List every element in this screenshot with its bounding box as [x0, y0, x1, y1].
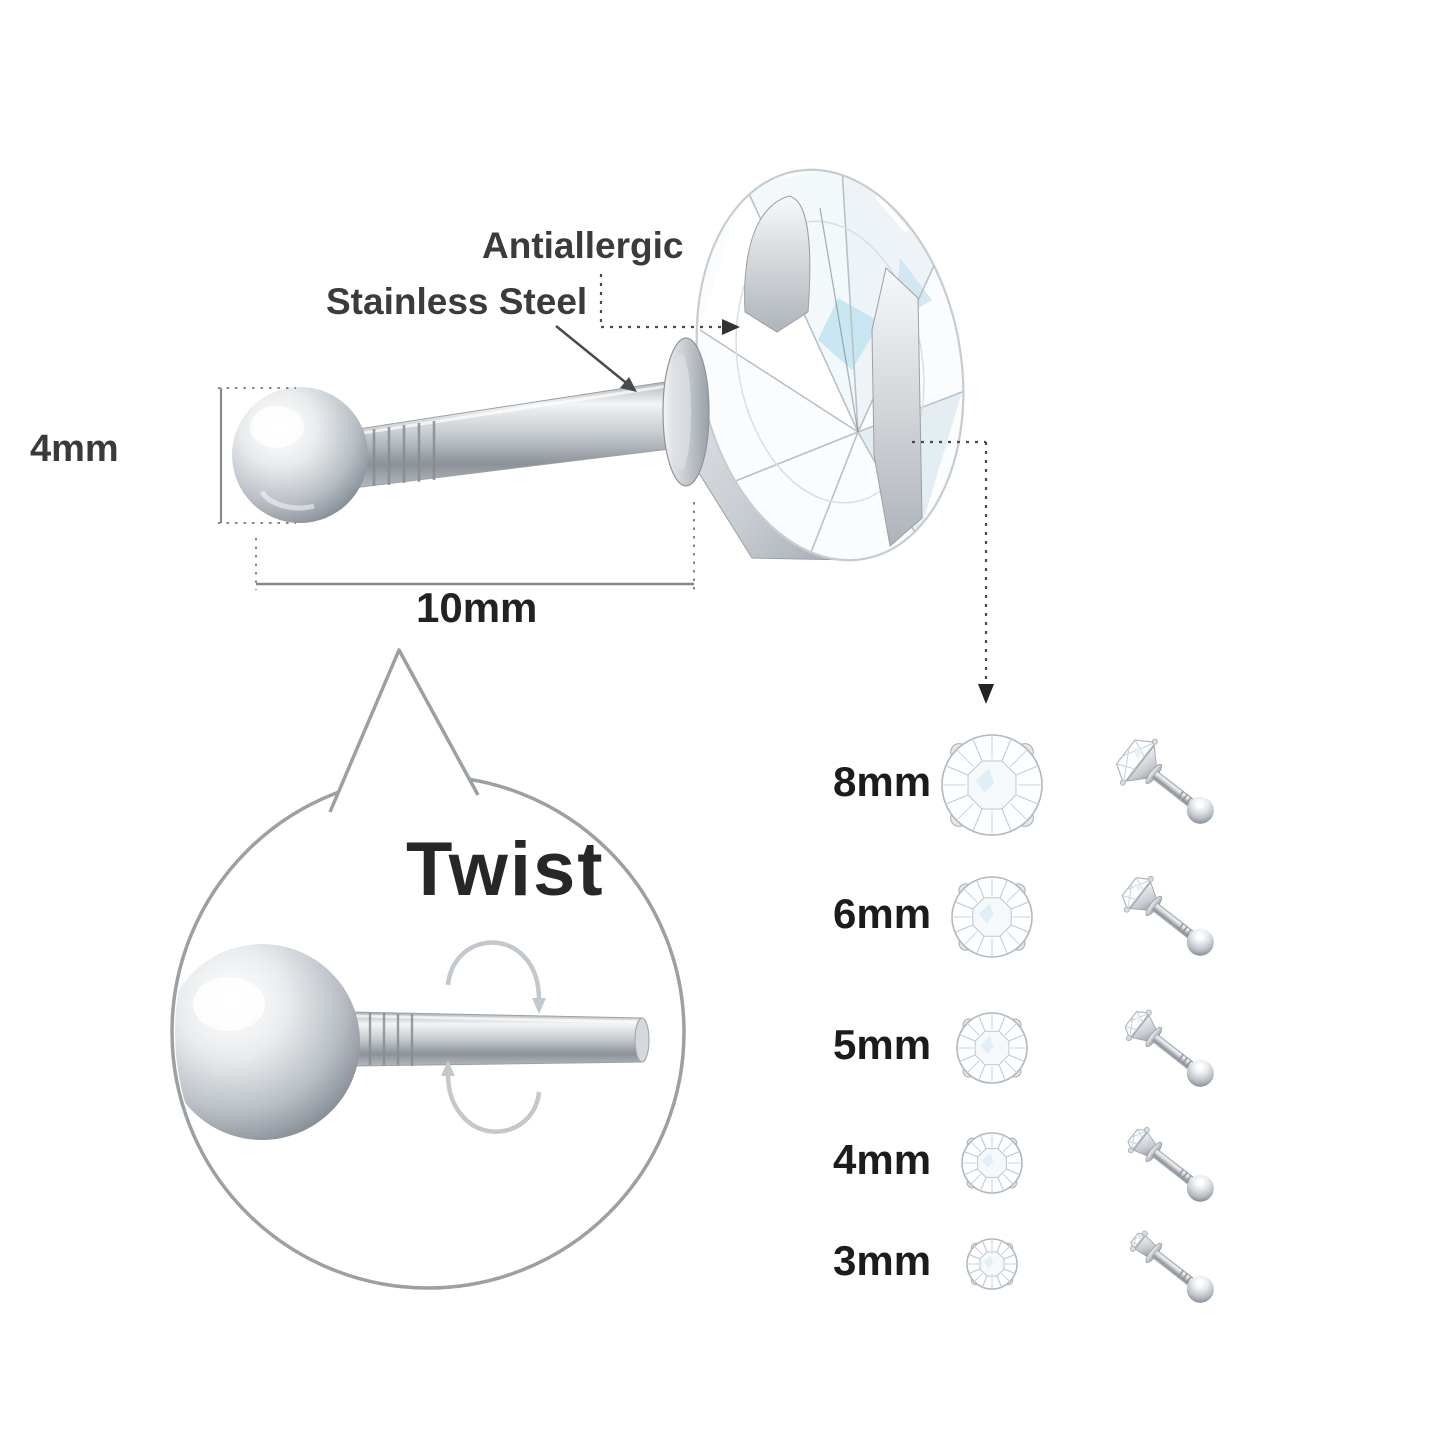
gem-front-icon [961, 1132, 1023, 1194]
label-post-length: 10mm [416, 584, 538, 631]
stud-side-icon [1115, 738, 1214, 824]
gem-front-icon [941, 734, 1043, 836]
label-stainless-steel: Stainless Steel [326, 281, 588, 322]
stud-side-icon [1124, 1009, 1214, 1087]
stud-side-icon [1121, 875, 1214, 956]
size-label-5mm: 5mm [833, 1021, 932, 1068]
gem [695, 167, 965, 562]
prong-right [871, 267, 923, 547]
inset-pointer [328, 648, 480, 813]
label-ball-diameter: 4mm [30, 428, 119, 470]
stud-side-icon [1127, 1127, 1214, 1202]
gem-front-icon [966, 1238, 1018, 1290]
connector-to-size-chart [912, 440, 988, 686]
prong-top [744, 195, 811, 333]
screw-ball [232, 387, 368, 523]
rotation-arrows-icon [445, 940, 542, 1134]
size-label-6mm: 6mm [833, 890, 932, 937]
label-antiallergic: Antiallergic [482, 225, 684, 266]
gem-front-icon [951, 876, 1033, 958]
dimension-lines [218, 387, 695, 590]
size-label-4mm: 4mm [833, 1136, 932, 1183]
earring-post [351, 379, 679, 489]
size-label-3mm: 3mm [833, 1237, 932, 1284]
label-twist: Twist [406, 827, 605, 912]
inset-ball [175, 944, 360, 1140]
connector-arrowhead [978, 684, 994, 704]
callout-arrows [555, 274, 740, 392]
main-earring [232, 167, 965, 562]
stud-side-icon [1129, 1230, 1214, 1303]
screw-threads [372, 421, 436, 486]
gem-front-icon [956, 1012, 1028, 1084]
twist-inset [170, 648, 686, 1290]
inset-screw-threads [368, 1013, 414, 1066]
size-label-8mm: 8mm [833, 758, 932, 805]
size-chart-icons [941, 734, 1214, 1303]
